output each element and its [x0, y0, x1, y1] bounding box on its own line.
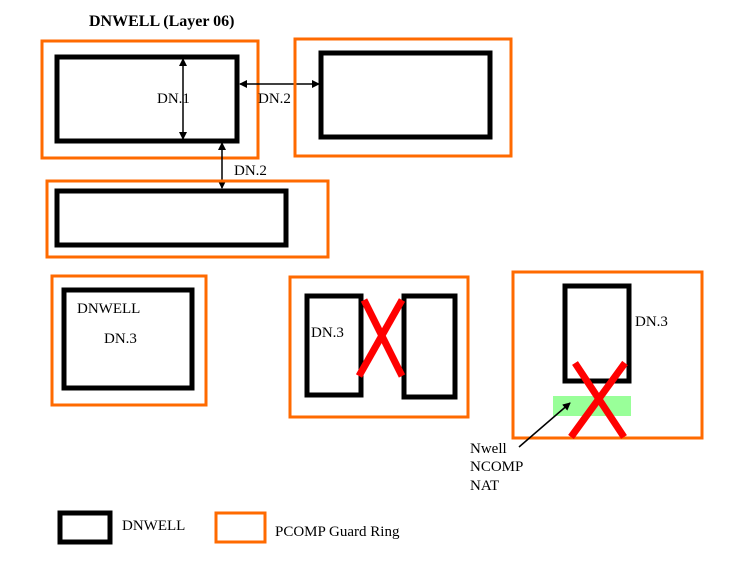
dn3-shared-label: DN.3 [311, 325, 344, 341]
cross-stroke [568, 360, 628, 440]
legend-swatch-dnwell [57, 510, 113, 545]
dn3-overlap-label: DN.3 [635, 314, 668, 330]
legend-label-guard-ring: PCOMP Guard Ring [275, 524, 400, 540]
dn1-label: DN.1 [157, 91, 190, 107]
violation-cross-icon-shared [355, 298, 406, 378]
dnwell-middle [54, 188, 289, 248]
guard-ring-dn3-ok [50, 274, 208, 407]
dnwell-dn3-shared-left [304, 293, 364, 398]
dnwell-top-right [318, 50, 493, 140]
annotation-line-nat: NAT [470, 478, 499, 494]
violation-cross-icon-overlap [568, 360, 628, 440]
guard-ring-middle [45, 179, 330, 259]
annotation-line-nwell: Nwell [470, 441, 507, 457]
dnwell-dn3-ok [61, 287, 195, 391]
annotation-line-ncomp: NCOMP [470, 459, 523, 475]
dn2-vertical-label: DN.2 [234, 163, 267, 179]
guard-ring-top-left [40, 39, 260, 160]
legend: DNWELL PCOMP Guard Ring [57, 510, 400, 545]
annotation-arrow [518, 402, 571, 448]
diagram-title: DNWELL (Layer 06) [89, 13, 234, 30]
legend-label-dnwell: DNWELL [122, 518, 185, 534]
dn3-ok-well-text: DNWELL [77, 301, 140, 317]
legend-swatch-guard-ring [214, 511, 267, 544]
cross-stroke [355, 298, 406, 378]
dnwell-top-left [54, 54, 240, 144]
guard-ring-top-right [293, 37, 513, 158]
dn3-ok-label: DN.3 [104, 331, 137, 347]
guard-ring-dn3-shared [288, 275, 470, 419]
guard-ring-dn3-overlap [511, 270, 704, 440]
dn2-horizontal-label: DN.2 [258, 91, 291, 107]
dnwell-dn3-shared-right [401, 293, 458, 400]
